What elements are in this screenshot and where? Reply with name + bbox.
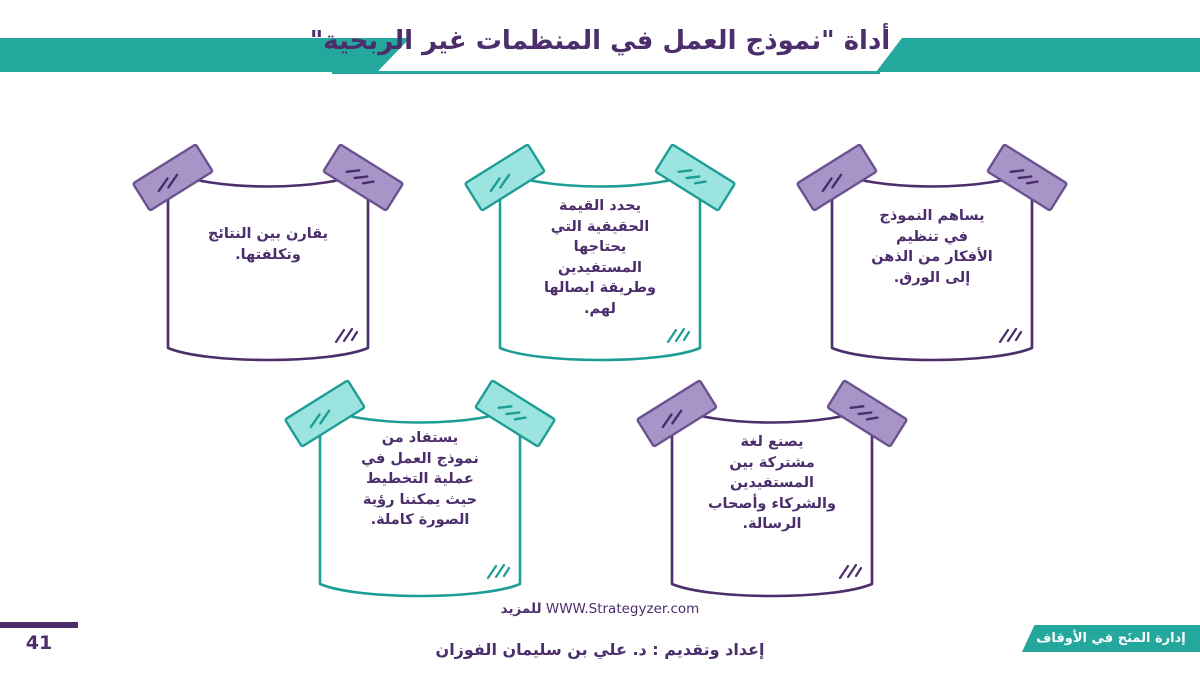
source-more-label: للمزيد (500, 601, 542, 617)
header-bar-right (876, 38, 1200, 72)
note-card-text: يقارن بين النتائج وتكلفتها. (207, 226, 329, 263)
note-card-text: يحدد القيمة الحقيقية التي يحتاجها المستف… (543, 198, 657, 317)
header-bar-left (0, 38, 410, 72)
note-card[interactable]: يحدد القيمة الحقيقية التي يحتاجها المستف… (464, 143, 736, 367)
tape-right-icon (322, 143, 404, 212)
corner-scuff-icon (666, 327, 691, 344)
source-link[interactable]: WWW.Strategyzer.com للمزيد (400, 601, 800, 617)
tape-left-icon (796, 143, 878, 212)
note-card-shape (132, 143, 404, 362)
corner-scuff-icon (998, 327, 1023, 344)
note-card[interactable]: يساهم النموذج في تنظيم الأفكار من الذهن … (796, 143, 1068, 367)
note-card-text: يستفاد من نموذج العمل في عملية التخطيط ح… (361, 430, 479, 529)
tape-left-icon (132, 143, 214, 212)
title-underline (332, 71, 880, 74)
page-number: 41 (25, 632, 53, 654)
tape-right-icon (826, 379, 908, 448)
tape-right-icon (654, 143, 736, 212)
note-card-shape (796, 143, 1068, 362)
page-title: أداة "نموذج العمل في المنظمات غير الربحي… (309, 26, 891, 56)
tape-left-icon (284, 379, 366, 448)
tape-left-icon (636, 379, 718, 448)
note-card-shape (464, 143, 736, 362)
note-card-text: يساهم النموذج في تنظيم الأفكار من الذهن … (871, 208, 993, 286)
note-card[interactable]: يستفاد من نموذج العمل في عملية التخطيط ح… (284, 379, 556, 603)
note-card-shape (636, 379, 908, 598)
corner-scuff-icon (838, 563, 863, 580)
tape-right-icon (986, 143, 1068, 212)
author-credit: إعداد وتقديم : د. علي بن سليمان الفوزان (435, 640, 765, 659)
tape-left-icon (464, 143, 546, 212)
org-badge: إدارة المنَح في الأوقاف (1022, 625, 1200, 652)
note-card-text: يصنع لغة مشتركة بين المستفيدين والشركاء … (707, 434, 836, 533)
note-card[interactable]: يصنع لغة مشتركة بين المستفيدين والشركاء … (636, 379, 908, 603)
note-card[interactable]: يقارن بين النتائج وتكلفتها. (132, 143, 404, 367)
page-number-rule (0, 622, 78, 628)
slide-header: أداة "نموذج العمل في المنظمات غير الربحي… (0, 0, 1200, 95)
tape-right-icon (474, 379, 556, 448)
corner-scuff-icon (486, 563, 511, 580)
note-card-shape (284, 379, 556, 598)
org-badge-label: إدارة المنَح في الأوقاف (1036, 631, 1186, 646)
source-url: WWW.Strategyzer.com (545, 601, 700, 617)
corner-scuff-icon (334, 327, 359, 344)
